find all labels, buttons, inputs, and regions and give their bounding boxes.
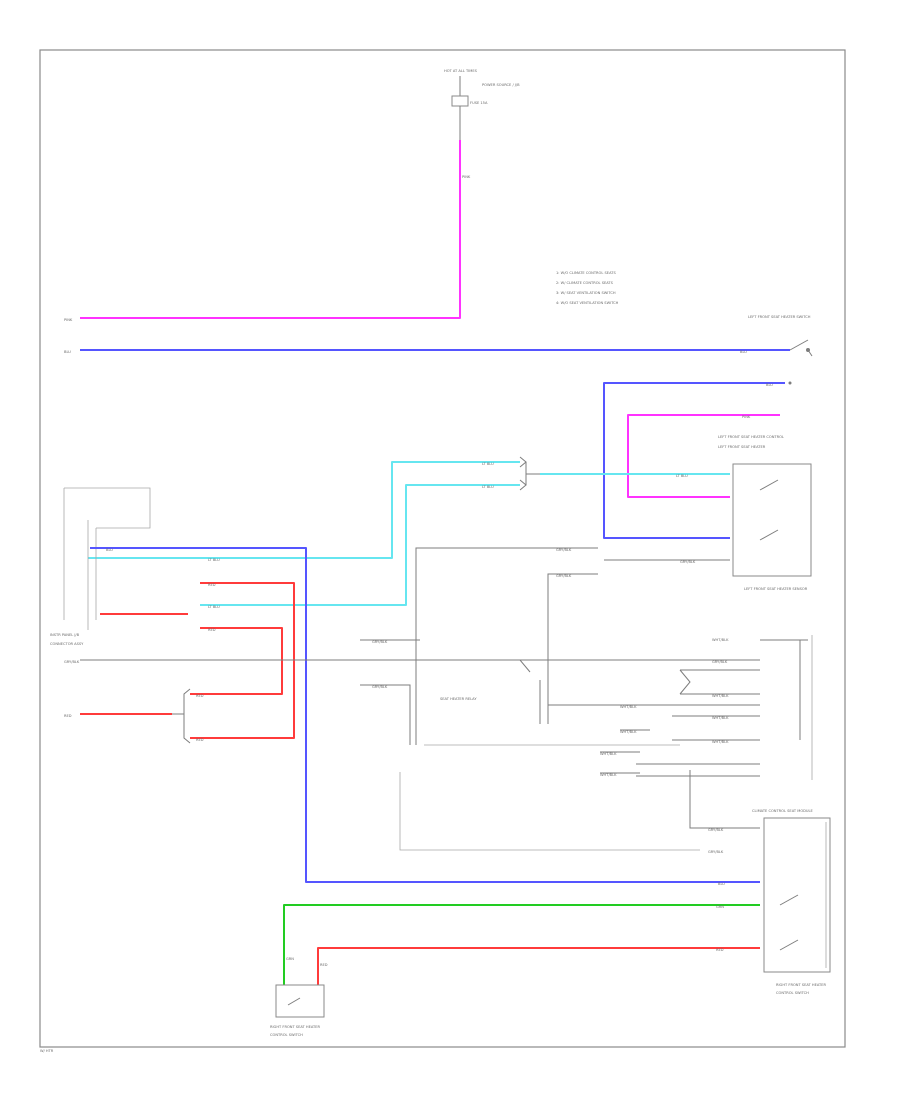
red-wire-code: RED [64,714,72,718]
gray-wire-code: GRY/BLK [556,574,572,578]
top-power-source: HOT AT ALL TIMES POWER SOURCE / J/B FUSE… [444,69,520,140]
white-black-wire-code: WHT/BLK [600,752,617,756]
footer-label: W/ HTR [40,1049,54,1053]
top-connector-label: POWER SOURCE / J/B [482,83,520,87]
cyan-wire-lower [200,484,520,606]
green-wire [283,904,760,985]
left-connector-label-2: CONNECTOR ASSY [50,642,84,646]
top-fuse-label: FUSE 15A [470,101,488,105]
cyan-wire-code: LT BLU [676,474,688,478]
red-wire-code-v: RED [320,963,328,967]
pink-wire-main [80,140,461,319]
cyan-wire-code: LT BLU [482,485,494,489]
red-wire-code: RED [208,583,216,587]
blue-wire-code: BLU [718,882,725,886]
blue-wire-code-right: BLU [740,350,747,354]
blue-wire-loop [603,382,785,539]
pink-wire-loop [627,414,780,498]
legend: 1: W/O CLIMATE CONTROL SEATS 2: W/ CLIMA… [556,271,619,305]
blue-wire-code-left: BLU [64,350,71,354]
red-wire-code: RED [196,738,204,742]
cyan-wire-code: LT BLU [208,605,220,609]
white-black-wire-code: WHT/BLK [712,694,729,698]
bottom-right-module-label: RIGHT FRONT SEAT HEATER [776,983,826,987]
white-black-wire-code: WHT/BLK [620,705,637,709]
legend-item: 4: W/O SEAT VENTILATION SWITCH [556,301,619,305]
bottom-left-module [275,984,325,1018]
left-connector-label: INSTR PANEL J/B [50,633,80,637]
cyan-wire-code: LT BLU [208,558,220,562]
gray-wire-code: GRY/BLK [712,660,728,664]
white-black-wire-code: WHT/BLK [712,716,729,720]
pink-wire-code-loop: PINK [742,415,751,419]
main-connector-label: CLIMATE CONTROL SEAT MODULE [752,809,814,813]
right-mid-module-label: LEFT FRONT SEAT HEATER CONTROL [718,435,784,439]
red-wire-code: RED [208,628,216,632]
white-black-wire-code: WHT/BLK [620,730,637,734]
right-lower-module-label: LEFT FRONT SEAT HEATER SENSOR [744,587,808,591]
gray-wire-code: GRY/BLK [64,660,80,664]
right-top-switch-label: LEFT FRONT SEAT HEATER SWITCH [748,315,811,319]
white-black-wire-code: WHT/BLK [712,638,729,642]
bottom-right-module-label-2: CONTROL SWITCH [776,991,809,995]
legend-item: 1: W/O CLIMATE CONTROL SEATS [556,271,616,275]
gray-wire-code: GRY/BLK [556,548,572,552]
blue-wire-main [90,547,760,883]
gray-wiring: GRY/BLK GRY/BLK GRY/BLK GRY/BLK GRY/BLK … [64,547,814,854]
red-wire-bottom [317,947,760,985]
gray-wire-code: GRY/BLK [680,560,696,564]
legend-item: 2: W/ CLIMATE CONTROL SEATS [556,281,614,285]
red-wire-code: RED [716,948,724,952]
pink-wire-code-top: PINK [462,175,471,179]
white-black-wire-code: WHT/BLK [712,740,729,744]
top-hot-label: HOT AT ALL TIMES [444,69,478,73]
green-wire-code: GRN [716,905,724,909]
right-mid-module [732,463,812,577]
blue-wire-code-loop: BLU [766,383,773,387]
gray-wire-code: GRY/BLK [708,850,724,854]
right-top-switch: LEFT FRONT SEAT HEATER SWITCH [748,315,813,357]
cyan-wire-code: LT BLU [482,462,494,466]
pink-wire-code: PINK [64,318,73,322]
gray-wire-code: GRY/BLK [372,640,388,644]
right-mid-module-label-2: LEFT FRONT SEAT HEATER [718,445,766,449]
left-connector-block: INSTR PANEL J/B CONNECTOR ASSY [50,487,151,646]
red-wire-mid [190,627,283,695]
bottom-left-module-label: RIGHT FRONT SEAT HEATER [270,1025,320,1029]
diagram-frame [39,49,846,1048]
green-wire-code-v: GRN [286,957,294,961]
cyan-wire-upper [88,461,520,559]
red-wire-code: RED [196,694,204,698]
blue-wire-code: BLU [106,548,113,552]
center-connector-label: SEAT HEATER RELAY [440,697,477,701]
legend-item: 3: W/ SEAT VENTILATION SWITCH [556,291,616,295]
bottom-left-module-label-2: CONTROL SWITCH [270,1033,303,1037]
gray-wire-code: GRY/BLK [372,685,388,689]
white-black-wire-code: WHT/BLK [600,773,617,777]
gray-wire-code: GRY/BLK [708,828,724,832]
